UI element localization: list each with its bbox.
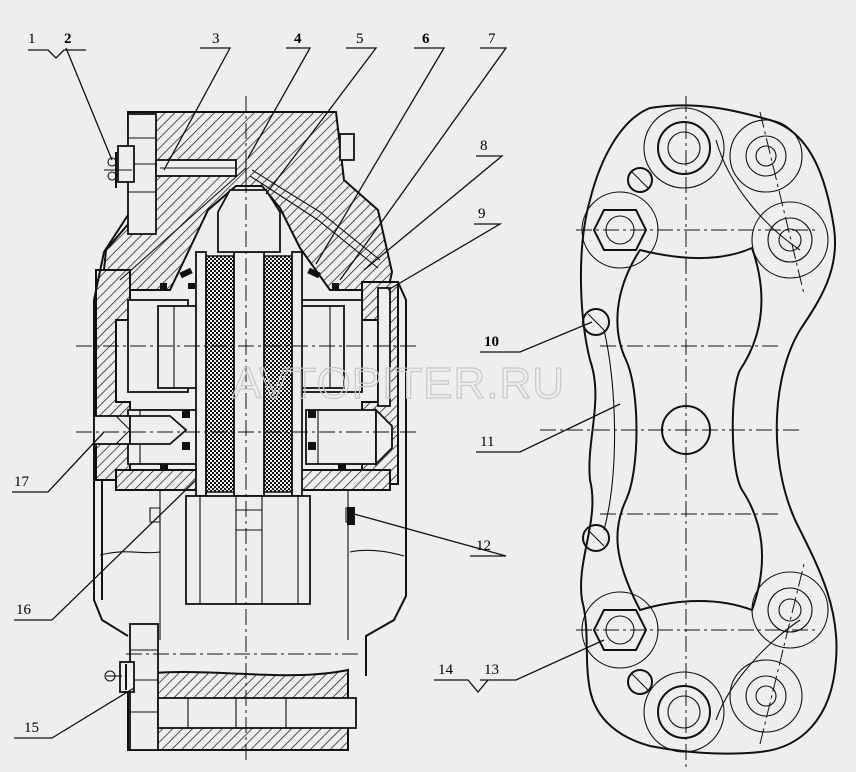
callout-16: 16 [16,602,32,618]
callout-9: 9 [478,206,486,222]
callout-11: 11 [480,434,494,450]
watermark-text: AVTOPITER.RU [232,359,565,408]
callout-2: 2 [64,31,72,47]
left-side-wall [95,269,131,481]
callout-7: 7 [488,31,496,47]
seal-rings [160,267,355,525]
callout-3: 3 [212,31,220,47]
section-view [76,96,416,760]
piston-bore-contour [616,246,763,612]
caliper-flange-outline [579,104,838,755]
callout-10: 10 [484,334,499,350]
inner-brake-pad [203,255,235,493]
callout-6: 6 [422,31,430,47]
bottom-bolt [104,623,357,751]
callout-4: 4 [294,31,302,47]
callout-1: 1 [28,31,36,47]
callout-12: 12 [476,538,491,554]
callout-15: 15 [24,720,39,736]
callout-17: 17 [14,474,30,490]
leader-lines [12,47,621,739]
top-bolt [104,113,355,235]
callout-5: 5 [356,31,364,47]
callout-8: 8 [480,138,488,154]
bleed-fitting [93,415,188,445]
brake-disc [233,251,265,497]
caliper-body-outline [93,211,131,637]
elevation-view [540,96,838,770]
callout-14: 14 [438,662,454,678]
callout-labels: 1 2 3 4 5 6 7 8 9 10 11 12 13 14 15 16 1… [14,31,499,736]
callout-13: 13 [484,662,499,678]
lower-bolt-bosses [581,524,829,753]
